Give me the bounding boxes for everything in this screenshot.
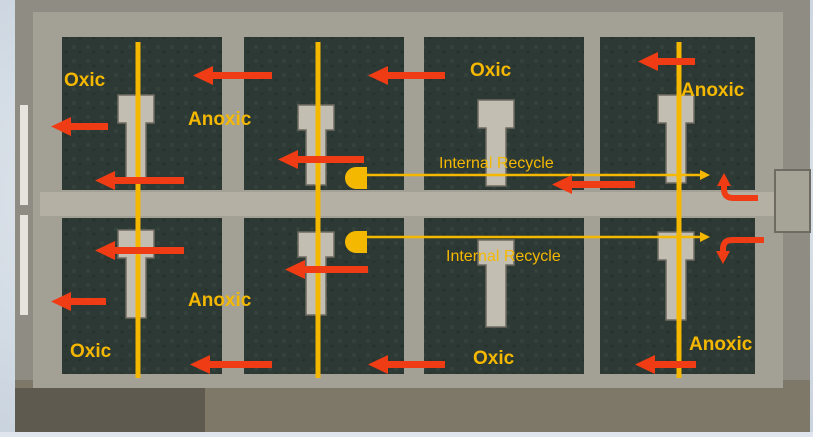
zone-label-anoxic: Anoxic — [188, 290, 252, 311]
recycle-label: Internal Recycle — [439, 155, 554, 172]
recycle-label: Internal Recycle — [446, 248, 561, 265]
zone-label-anoxic: Anoxic — [681, 80, 745, 101]
recycle-pump-icon — [345, 231, 367, 253]
zone-label-oxic: Oxic — [473, 348, 515, 369]
zone-label-oxic: Oxic — [470, 60, 512, 81]
zone-label-anoxic: Anoxic — [689, 334, 753, 355]
central-channel — [40, 192, 785, 216]
recycle-pump-icon — [345, 167, 367, 189]
building-roof — [15, 388, 205, 432]
zone-label-anoxic: Anoxic — [188, 109, 252, 130]
pipe — [20, 105, 28, 205]
zone-label-oxic: Oxic — [70, 341, 112, 362]
pipe — [20, 215, 28, 315]
outlet-box — [775, 170, 810, 232]
zone-label-oxic: Oxic — [64, 70, 106, 91]
